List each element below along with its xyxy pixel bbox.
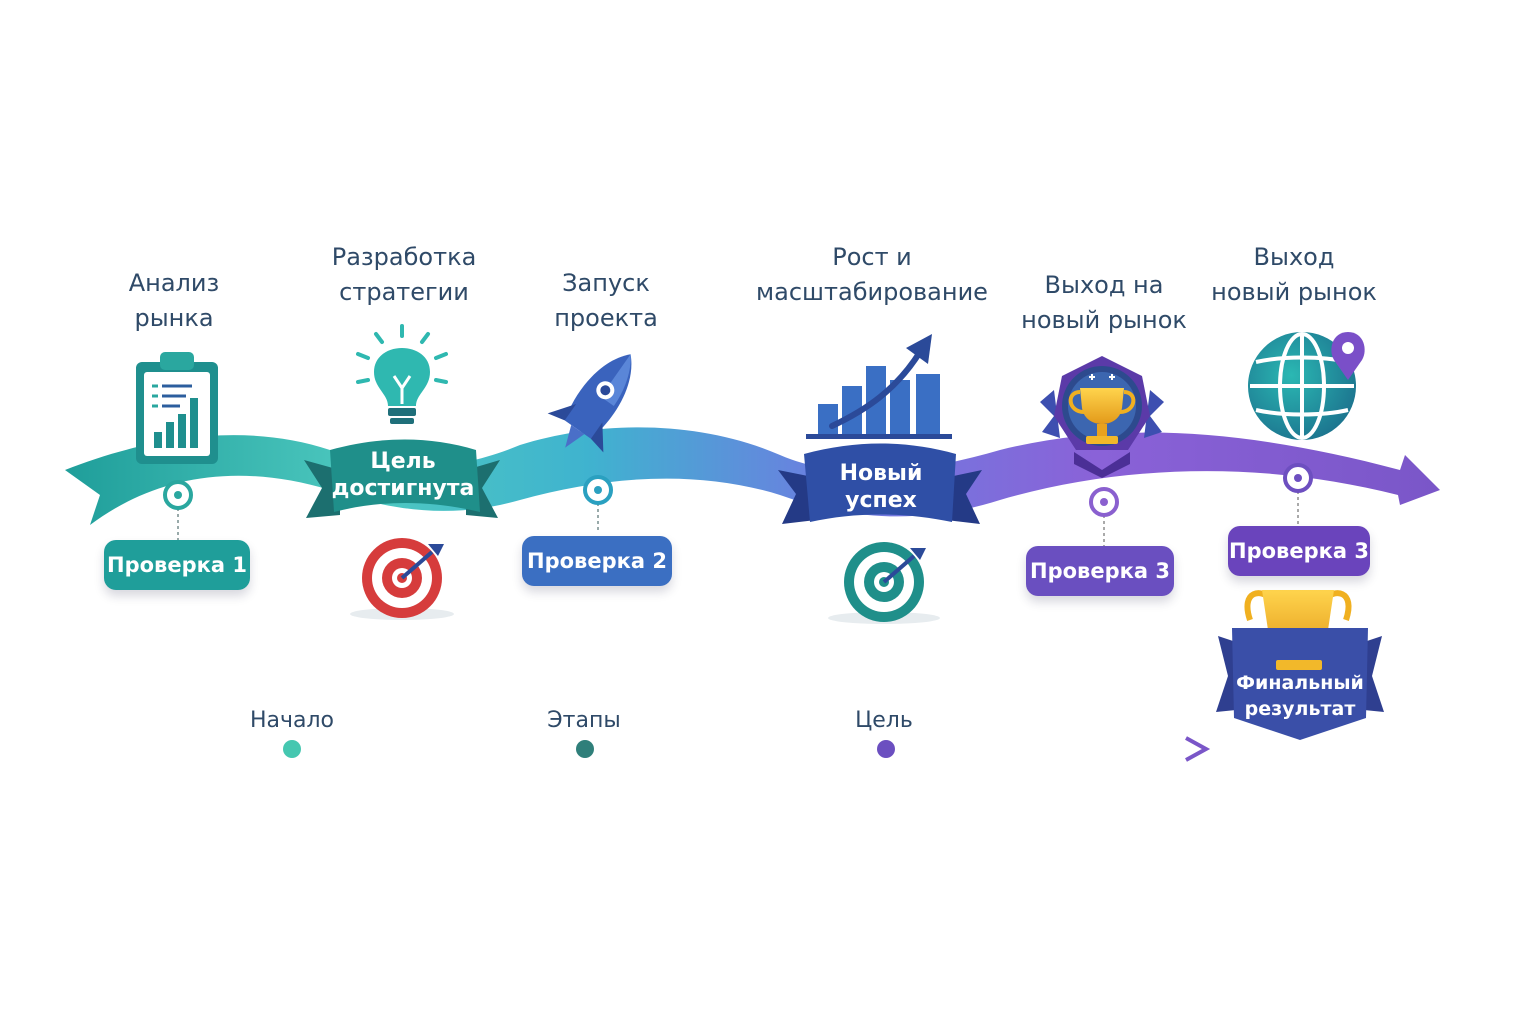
ribbon-new-success: [778, 443, 982, 524]
target-teal-icon: [828, 542, 940, 624]
stage-title-market-analysis: Анализ рынка: [128, 269, 220, 332]
final-result-badge: [1216, 590, 1384, 740]
node-3: [1089, 487, 1119, 548]
node-2: [583, 475, 613, 532]
clipboard-chart-icon: [136, 352, 218, 464]
globe-pin-icon: [1248, 332, 1365, 440]
stage-title-growth: Рост и масштабирование: [756, 243, 988, 306]
ribbon-final-result-label: Финальный результат: [1236, 672, 1364, 720]
stage-nodes: [163, 463, 1313, 548]
timeline-stages-label: Этапы: [547, 708, 621, 733]
main-roadmap-path: [65, 427, 1440, 525]
stage-title-new-market-2: Выход новый рынок: [1211, 243, 1377, 306]
lightbulb-icon: [356, 324, 448, 424]
check-3-badge: Проверка 3: [1026, 546, 1174, 596]
ribbon-goal-reached: [304, 439, 500, 518]
ribbon-goal-reached-label: Цель достигнута: [331, 449, 475, 501]
target-icon: [350, 538, 454, 620]
stage-title-strategy: Разработка стратегии: [331, 243, 477, 306]
stage-title-new-market: Выход на новый рынок: [1021, 271, 1187, 334]
rocket-icon: [547, 354, 632, 453]
stage-title-launch: Запуск проекта: [554, 269, 658, 332]
node-4: [1283, 463, 1313, 525]
trophy-badge-icon: [1040, 356, 1164, 478]
timeline-start-label: Начало: [249, 708, 335, 733]
bottom-timeline: [283, 736, 1211, 762]
timeline-goal-label: Цель: [855, 708, 913, 733]
check-4-badge: Проверка 3: [1228, 526, 1370, 576]
check-2-badge: Проверка 2: [522, 536, 672, 586]
node-1: [163, 480, 193, 540]
growth-chart-icon: [806, 334, 952, 439]
ribbon-new-success-label: Новый успех: [839, 461, 923, 513]
check-1-badge: Проверка 1: [104, 540, 250, 590]
